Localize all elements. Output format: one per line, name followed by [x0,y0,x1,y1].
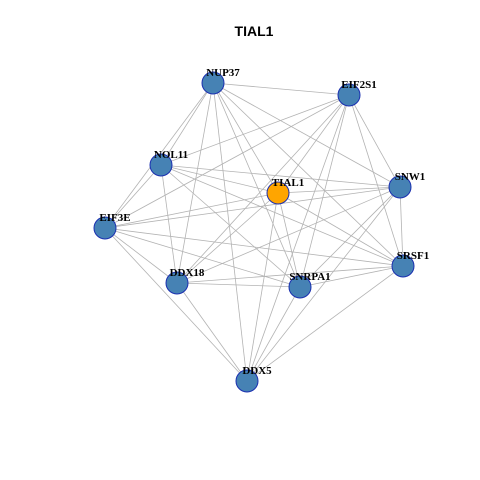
edge-srsf1-ddx5 [246,265,404,382]
edge-ddx18-srsf1 [176,265,404,284]
edge-ddx18-ddx5 [176,282,248,382]
node-circle-snrpa1[interactable] [288,275,312,299]
node-srsf1[interactable]: SRSF1 [391,250,429,278]
edge-tial1-ddx18 [176,192,279,284]
node-tial1[interactable]: TIAL1 [266,177,304,205]
edge-nup37-eif2s1 [212,82,350,96]
edge-layer [104,82,404,382]
edge-eif2s1-srsf1 [348,94,404,267]
node-eif3e[interactable]: EIF3E [93,212,131,240]
node-label-ddx5: DDX5 [242,365,272,377]
edge-nup37-ddx5 [212,82,248,382]
node-label-eif2s1: EIF2S1 [341,79,376,91]
node-label-eif3e: EIF3E [99,212,130,224]
edge-tial1-snw1 [277,186,401,194]
edge-nup37-snrpa1 [212,82,301,288]
node-circle-nol11[interactable] [149,153,173,177]
edge-nup37-snw1 [212,82,401,188]
edge-nol11-tial1 [160,164,279,194]
edge-nol11-snrpa1 [160,164,301,288]
edge-eif3e-tial1 [104,192,279,229]
edge-nup37-srsf1 [212,82,404,267]
node-circle-eif3e[interactable] [93,216,117,240]
edge-ddx18-snrpa1 [176,282,301,288]
edge-eif3e-ddx18 [104,227,178,284]
edge-eif3e-ddx5 [104,227,248,382]
node-eif2s1[interactable]: EIF2S1 [337,79,377,107]
edge-eif3e-srsf1 [104,227,404,267]
node-label-nup37: NUP37 [206,67,240,79]
node-label-tial1: TIAL1 [272,177,304,189]
edge-eif2s1-nol11 [160,94,350,166]
edge-nol11-ddx18 [160,164,178,284]
node-label-snrpa1: SNRPA1 [289,271,330,283]
edge-snw1-srsf1 [399,186,404,267]
graph-title: TIAL1 [235,23,274,39]
edge-eif3e-snrpa1 [104,227,301,288]
edge-nup37-nol11 [160,82,214,166]
edge-eif3e-snw1 [104,186,401,229]
node-circle-eif2s1[interactable] [337,83,361,107]
edge-nol11-snw1 [160,164,401,188]
edge-snrpa1-srsf1 [299,265,404,288]
edge-snrpa1-ddx5 [246,286,301,382]
edge-snw1-ddx5 [246,186,401,382]
node-label-snw1: SNW1 [395,171,426,183]
node-circle-snw1[interactable] [388,175,412,199]
edge-nup37-ddx18 [176,82,214,284]
edge-eif2s1-ddx5 [246,94,350,382]
edge-eif2s1-eif3e [104,94,350,229]
edge-nol11-eif3e [104,164,162,229]
node-nol11[interactable]: NOL11 [149,149,188,177]
node-circle-ddx5[interactable] [235,369,259,393]
node-circle-nup37[interactable] [201,71,225,95]
node-label-nol11: NOL11 [154,149,188,161]
node-label-srsf1: SRSF1 [397,250,429,262]
edge-nup37-tial1 [212,82,279,194]
edge-snw1-snrpa1 [299,186,401,288]
node-snrpa1[interactable]: SNRPA1 [288,271,331,299]
edge-tial1-srsf1 [277,192,404,267]
node-label-ddx18: DDX18 [170,267,205,279]
edge-nol11-srsf1 [160,164,404,267]
edge-tial1-snrpa1 [277,192,301,288]
edge-tial1-ddx5 [246,192,279,382]
node-circle-ddx18[interactable] [165,271,189,295]
node-ddx5[interactable]: DDX5 [235,365,272,393]
node-nup37[interactable]: NUP37 [201,67,240,95]
node-ddx18[interactable]: DDX18 [165,267,205,295]
edge-eif2s1-snw1 [348,94,401,188]
node-circle-srsf1[interactable] [391,254,415,278]
node-circle-tial1[interactable] [266,181,290,205]
node-snw1[interactable]: SNW1 [388,171,426,199]
edge-snw1-ddx18 [176,186,401,284]
